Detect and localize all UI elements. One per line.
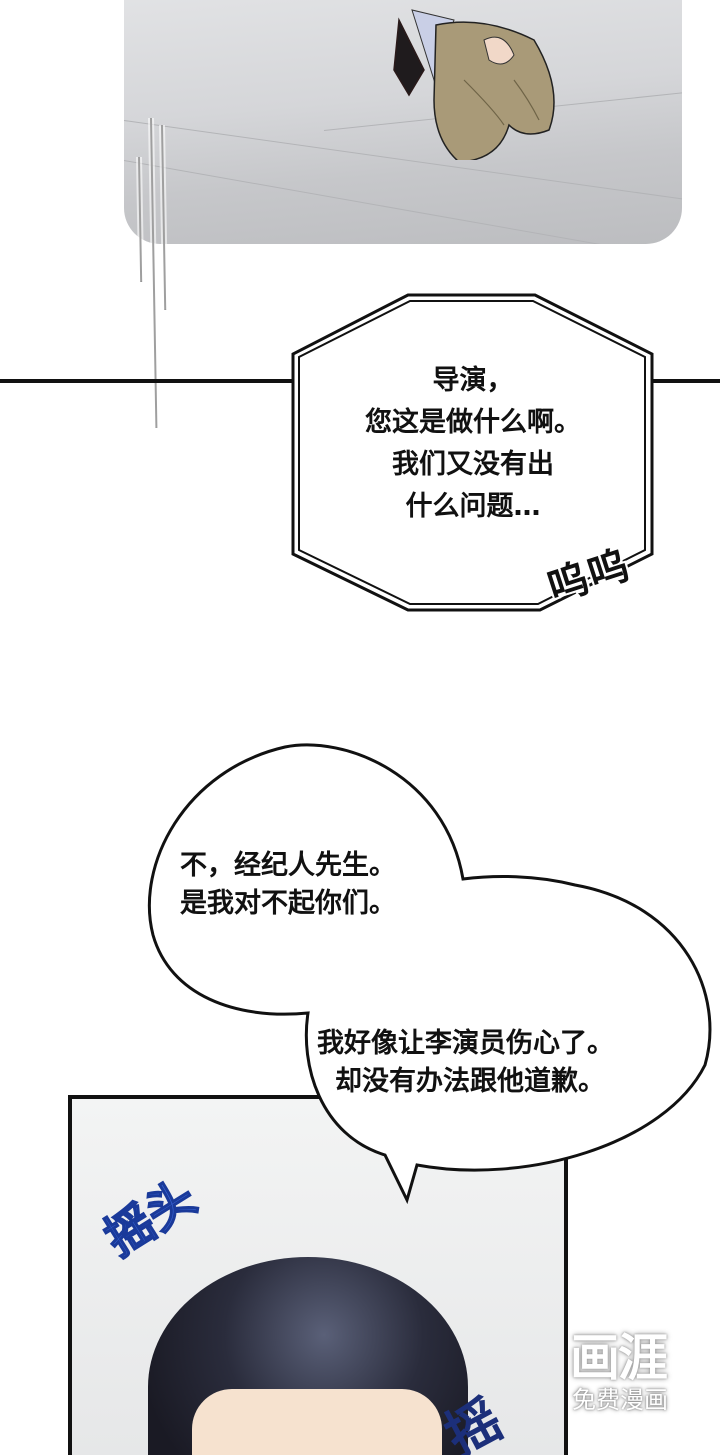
panel-kneeling-scene (124, 0, 682, 244)
bubble-line: 什么问题… (405, 491, 541, 522)
speed-line (161, 124, 167, 310)
kneeling-figure (393, 9, 555, 160)
face-shape (192, 1389, 442, 1455)
bubble-line: 我好像让李演员伤心了。 (317, 1028, 614, 1059)
speech-bubble-round: 不，经纪人先生。 是我对不起你们。 我好像让李演员伤心了。 却没有办法跟他道歉。 (145, 735, 712, 1265)
bubble-line: 是我对不起你们。 (180, 888, 396, 919)
floor-tile-line (124, 160, 682, 244)
bubble-line: 不，经纪人先生。 (180, 850, 396, 881)
watermark-title: 画涯 (570, 1329, 668, 1387)
bubble-line: 我们又没有出 (392, 449, 554, 480)
watermark-subtitle: 免费漫画 (572, 1386, 668, 1414)
bubble-line: 却没有办法跟他道歉。 (335, 1066, 605, 1097)
watermark: 画涯 免费漫画 (570, 1318, 690, 1418)
speed-line (138, 156, 143, 282)
speech-bubble-octagon: 导演， 您这是做什么啊。 我们又没有出 什么问题… (288, 292, 658, 614)
bubble-line: 导演， (432, 365, 514, 396)
bubble-line: 您这是做什么啊。 (365, 407, 581, 438)
